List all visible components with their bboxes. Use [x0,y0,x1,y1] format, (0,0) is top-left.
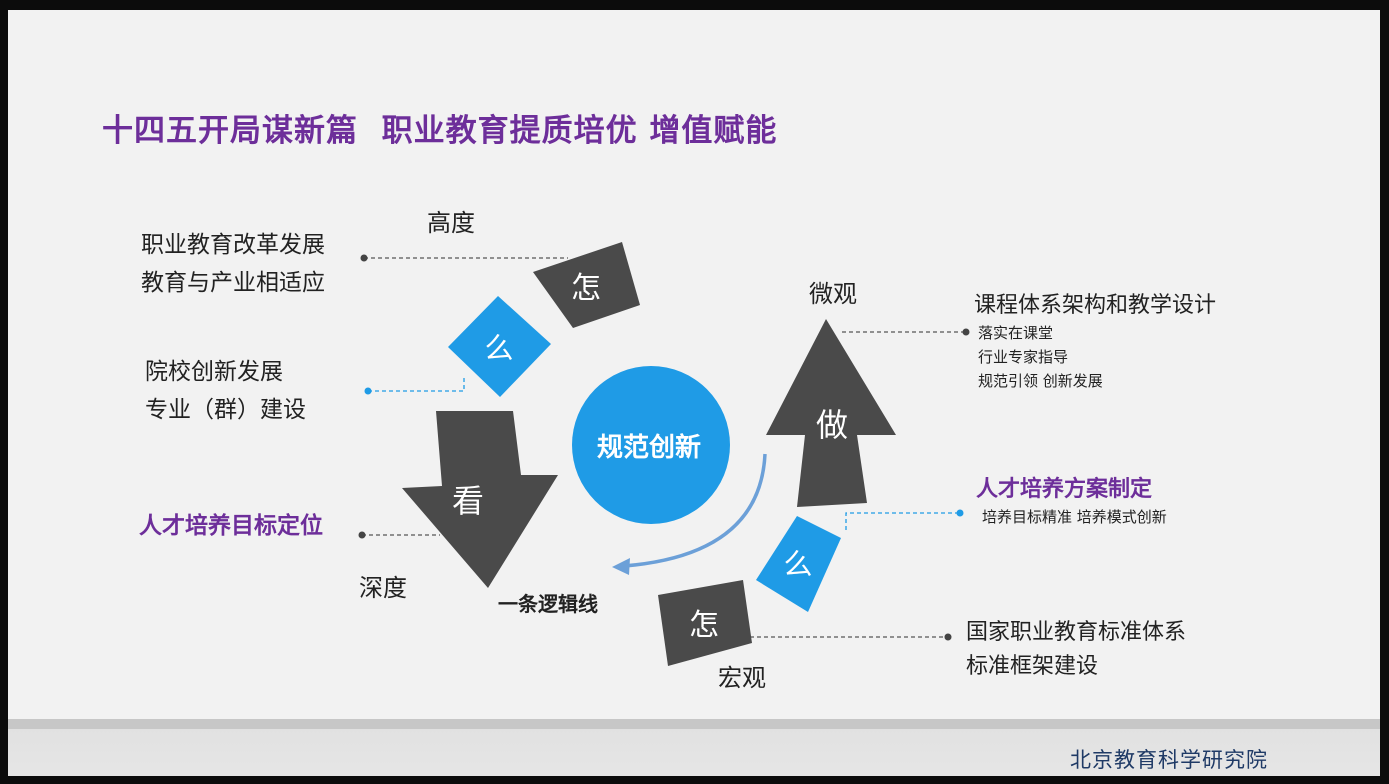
right-note-top-item-1: 落实在课堂 [978,324,1054,342]
left-note-3: 人才培养目标定位 [139,507,323,545]
left-top-char: 怎 [571,271,601,306]
right-note-top-item-2: 行业专家指导 [978,348,1069,366]
right-note-bottom-line-1: 国家职业教育标准体系 [966,620,1187,645]
left-note-2-line-1: 院校创新发展 [145,359,283,385]
left-note-1-line-1: 职业教育改革发展 [141,232,325,258]
footer-institution: 北京教育科学研究院 [1070,748,1268,772]
right-arrow-char: 做 [816,406,848,444]
center-circle [572,366,730,524]
slide: 十四五开局谋新篇 职业教育提质培优 增值赋能 [8,10,1380,776]
left-top-segment [533,242,640,328]
left-mid-segment [448,296,551,397]
left-mid-char: 么 [484,331,513,365]
connector-lines [358,254,970,641]
footer-bar: 北京教育科学研究院 [8,719,1380,776]
label-height: 高度 [427,209,475,237]
left-note-1-line-2: 教育与产业相适应 [141,270,325,296]
right-mid-segment [756,516,841,612]
right-arrow [766,319,896,507]
right-bottom-char: 怎 [689,608,719,643]
left-note-2-line-2: 专业（群）建设 [145,397,306,423]
right-note-bottom: 国家职业教育标准体系 标准框架建设 [966,616,1186,684]
right-note-middle-item-1: 培养目标精准 培养模式创新 [982,508,1167,526]
slide-title: 十四五开局谋新篇 职业教育提质培优 增值赋能 [102,113,778,149]
center-label: 规范创新 [597,432,701,463]
left-note-3-line-1: 人才培养目标定位 [139,513,323,539]
right-note-top: 课程体系架构和教学设计 落实在课堂 行业专家指导 规范引领 创新发展 [974,291,1216,393]
logic-line-label: 一条逻辑线 [498,592,598,616]
label-micro: 微观 [809,280,857,308]
cycle-diagram: 怎 么 看 做 么 怎 规范创新 [358,242,970,666]
left-arrow-char: 看 [452,482,484,520]
right-note-bottom-line-2: 标准框架建设 [966,654,1099,679]
right-note-middle-heading: 人才培养方案制定 [976,477,1153,502]
right-note-top-item-3: 规范引领 创新发展 [978,372,1103,390]
logic-line-arc [623,453,767,568]
label-depth: 深度 [359,574,407,602]
logic-line-arrowhead [612,558,630,575]
left-arrow [402,411,558,588]
right-note-top-heading: 课程体系架构和教学设计 [974,293,1217,318]
left-note-1: 职业教育改革发展 教育与产业相适应 [141,226,325,302]
left-note-2: 院校创新发展 专业（群）建设 [145,353,306,429]
label-macro: 宏观 [718,664,766,692]
right-note-middle: 人才培养方案制定 培养目标精准 培养模式创新 [976,475,1167,529]
right-mid-char: 么 [783,547,812,581]
right-bottom-segment [658,580,752,666]
